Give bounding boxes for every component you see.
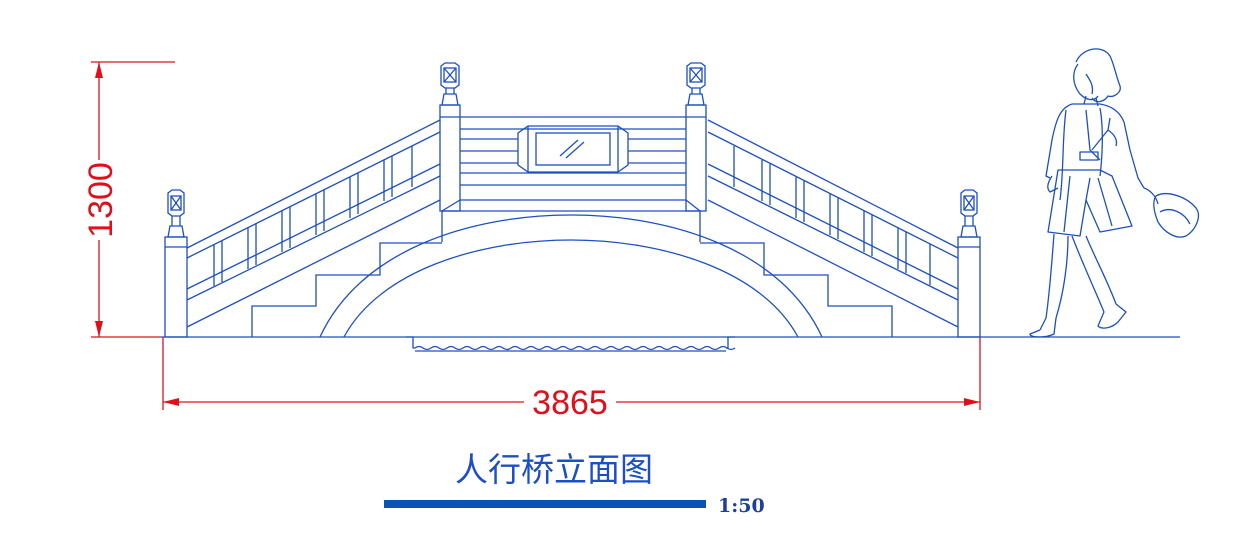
right-end-post <box>957 189 981 338</box>
top-railing <box>460 116 686 201</box>
walking-woman-figure <box>1029 48 1200 338</box>
center-plaque <box>517 125 629 173</box>
left-steps <box>251 242 442 337</box>
height-dimension-label: 1300 <box>82 162 120 238</box>
width-dimension-label: 3865 <box>532 384 608 422</box>
bridge-deck <box>441 199 701 242</box>
bridge-arch <box>319 214 823 338</box>
bridge-structure <box>160 62 1180 352</box>
right-railing <box>707 119 959 328</box>
right-top-post <box>685 62 707 212</box>
drawing-scale: 1:50 <box>718 495 765 517</box>
left-railing <box>186 119 441 328</box>
left-top-post <box>439 62 461 212</box>
right-steps <box>700 242 893 337</box>
left-end-post <box>164 189 188 338</box>
water-wave-line <box>406 336 736 352</box>
drawing-title: 人行桥立面图 <box>455 450 653 489</box>
title-underline-bar <box>384 500 706 508</box>
